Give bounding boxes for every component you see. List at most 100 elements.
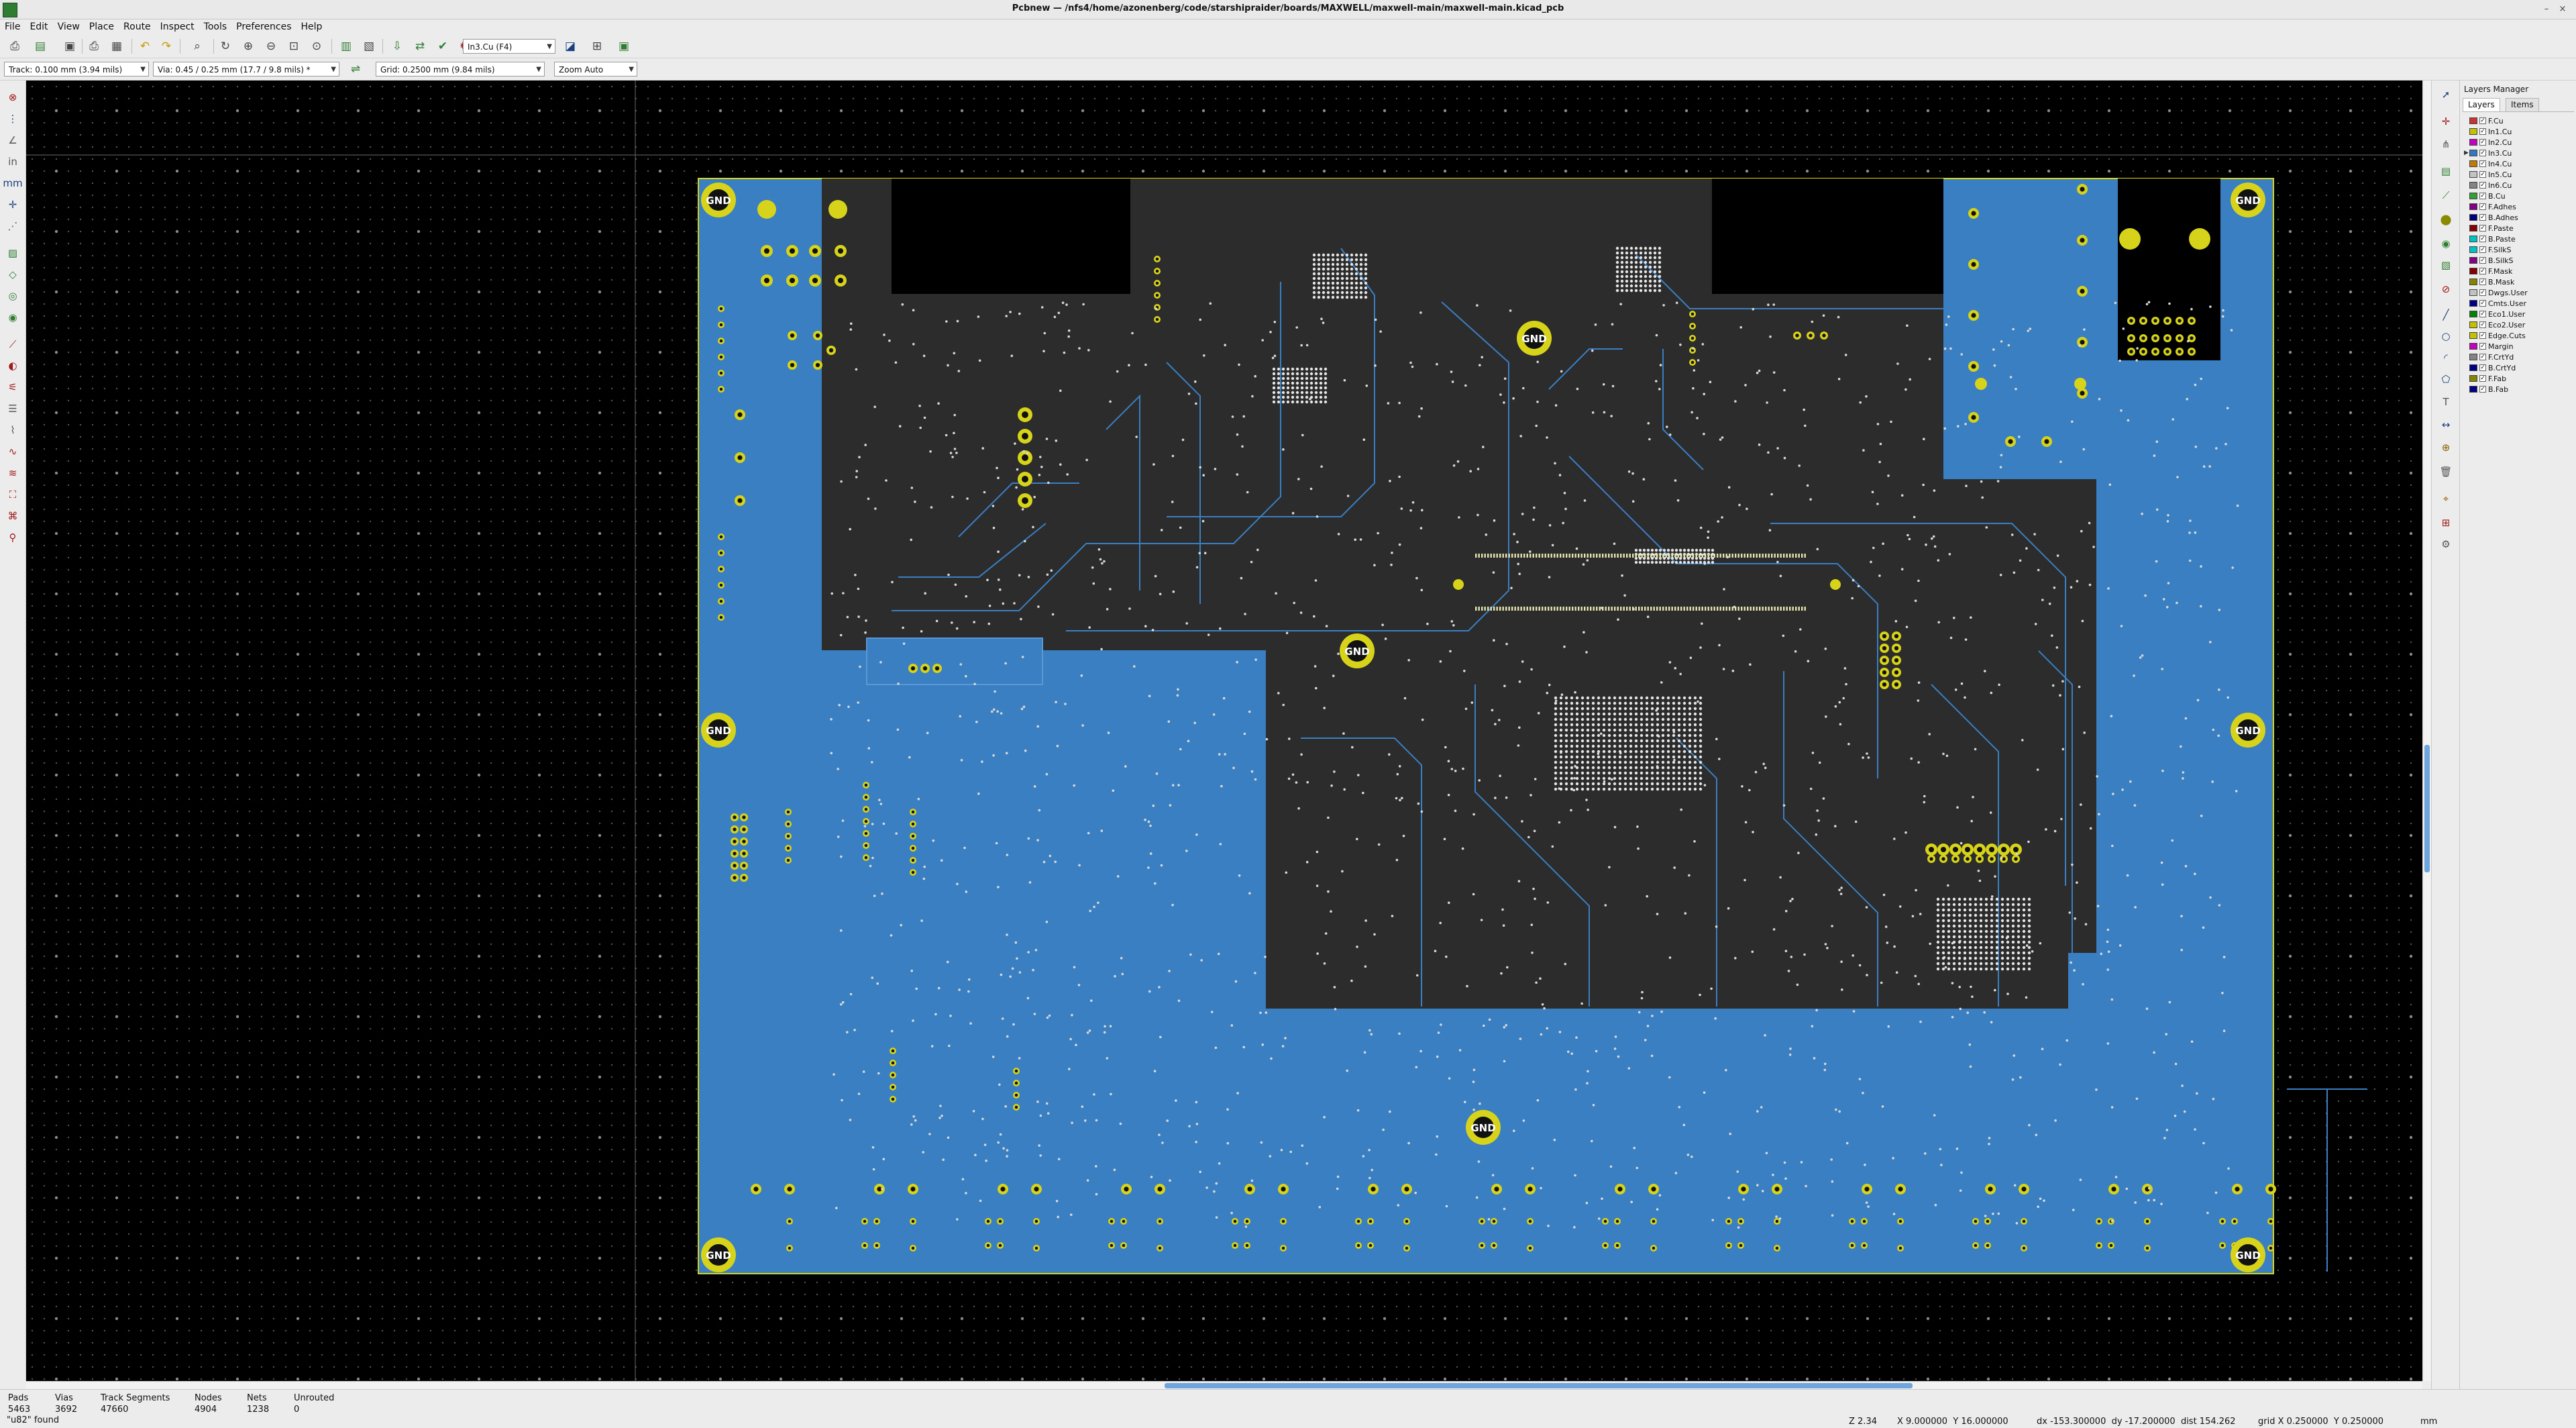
- ratsnest-icon[interactable]: ⋰: [7, 220, 18, 232]
- layer-row[interactable]: ✓In1.Cu: [2464, 126, 2575, 137]
- menu-route[interactable]: Route: [123, 21, 151, 32]
- layer-row[interactable]: ✓Cmts.User: [2464, 298, 2575, 309]
- layer-row[interactable]: ✓B.SilkS: [2464, 255, 2575, 266]
- tab-layers[interactable]: Layers: [2463, 98, 2500, 111]
- layer-color-swatch[interactable]: [2469, 375, 2477, 382]
- selection-filter-icon[interactable]: ⛶: [9, 489, 17, 501]
- menu-file[interactable]: File: [5, 21, 21, 32]
- add-polygon-icon[interactable]: ⬠: [2441, 373, 2451, 385]
- layer-row[interactable]: ✓F.Paste: [2464, 223, 2575, 234]
- layer-visibility-checkbox[interactable]: ✓: [2479, 171, 2486, 178]
- zoom-out-icon[interactable]: ⊖: [266, 40, 276, 53]
- layer-visibility-checkbox[interactable]: ✓: [2479, 214, 2486, 221]
- layer-visibility-checkbox[interactable]: ✓: [2479, 321, 2486, 328]
- layer-visibility-checkbox[interactable]: ✓: [2479, 386, 2486, 393]
- horizontal-scrollbar[interactable]: [26, 1381, 2422, 1390]
- layer-color-swatch[interactable]: [2469, 321, 2477, 328]
- add-target-icon[interactable]: ⊕: [2441, 442, 2451, 454]
- undo-icon[interactable]: ↶: [140, 40, 150, 53]
- microwave-icon[interactable]: ⚟: [8, 381, 17, 393]
- layer-visibility-checkbox[interactable]: ✓: [2479, 364, 2486, 371]
- grid-toggle-icon[interactable]: ⋮: [7, 113, 18, 125]
- save-icon[interactable]: ▣: [64, 40, 76, 53]
- layer-color-swatch[interactable]: [2469, 139, 2477, 146]
- layer-color-swatch[interactable]: [2469, 386, 2477, 393]
- load-netlist-icon[interactable]: ⇩: [392, 40, 402, 53]
- layer-row[interactable]: ✓F.SilkS: [2464, 244, 2575, 255]
- layer-row[interactable]: ✓B.Cu: [2464, 191, 2575, 201]
- menu-edit[interactable]: Edit: [30, 21, 48, 32]
- find-icon[interactable]: ⌕: [194, 40, 201, 53]
- layer-visibility-checkbox[interactable]: ✓: [2479, 128, 2486, 135]
- layer-row[interactable]: ✓B.Paste: [2464, 234, 2575, 244]
- route-diff-pair-icon[interactable]: ⬤: [2440, 213, 2452, 225]
- netlist-icon[interactable]: ▥: [340, 40, 352, 53]
- layer-visibility-checkbox[interactable]: ✓: [2479, 193, 2486, 199]
- layer-row[interactable]: ✓Eco1.User: [2464, 309, 2575, 319]
- layer-visibility-checkbox[interactable]: ✓: [2479, 354, 2486, 360]
- layer-color-swatch[interactable]: [2469, 128, 2477, 135]
- vertical-scrollbar[interactable]: [2422, 81, 2431, 1381]
- redo-icon[interactable]: ↷: [161, 40, 172, 53]
- menu-place[interactable]: Place: [89, 21, 115, 32]
- length-tuning-icon[interactable]: ∿: [8, 446, 17, 458]
- horizontal-scroll-thumb[interactable]: [1165, 1383, 1913, 1388]
- layer-row[interactable]: ✓F.CrtYd: [2464, 352, 2575, 362]
- tracks-sketch-icon[interactable]: ⟋: [9, 338, 17, 350]
- layer-color-swatch[interactable]: [2469, 246, 2477, 253]
- layer-visibility-checkbox[interactable]: ✓: [2479, 268, 2486, 274]
- layer-row[interactable]: ✓F.Mask: [2464, 266, 2575, 276]
- drc-icon[interactable]: ✔: [437, 40, 448, 53]
- zone-outline-icon[interactable]: ◇: [9, 268, 17, 280]
- local-ratsnest-icon[interactable]: ⋔: [2441, 138, 2451, 150]
- layer-visibility-checkbox[interactable]: ✓: [2479, 311, 2486, 317]
- layer-pair-icon[interactable]: ◪: [564, 40, 576, 53]
- select-tool-icon[interactable]: ➚: [2441, 89, 2451, 101]
- layer-visibility-checkbox[interactable]: ✓: [2479, 139, 2486, 146]
- teardrop-icon[interactable]: ⚲: [9, 531, 17, 544]
- layer-visibility-checkbox[interactable]: ✓: [2479, 300, 2486, 307]
- layer-visibility-checkbox[interactable]: ✓: [2479, 289, 2486, 296]
- menu-tools[interactable]: Tools: [203, 21, 227, 32]
- drc-off-icon[interactable]: ⊗: [8, 91, 17, 103]
- layer-row[interactable]: ✓In4.Cu: [2464, 158, 2575, 169]
- diff-pair-icon[interactable]: ≋: [8, 467, 17, 479]
- layer-visibility-checkbox[interactable]: ✓: [2479, 160, 2486, 167]
- layer-visibility-checkbox[interactable]: ✓: [2479, 332, 2486, 339]
- add-zone-icon[interactable]: ▧: [2440, 259, 2451, 271]
- layer-color-swatch[interactable]: [2469, 257, 2477, 264]
- layer-visibility-checkbox[interactable]: ✓: [2479, 150, 2486, 156]
- high-contrast-icon[interactable]: ◐: [8, 360, 17, 372]
- layer-color-swatch[interactable]: [2469, 117, 2477, 124]
- cursor-shape-icon[interactable]: ✛: [8, 199, 17, 211]
- layer-color-swatch[interactable]: [2469, 364, 2477, 371]
- grid-origin-icon[interactable]: ⊞: [2441, 517, 2451, 529]
- grid-select[interactable]: Grid: 0.2500 mm (9.84 mils)▼: [376, 62, 545, 76]
- layer-visibility-checkbox[interactable]: ✓: [2479, 343, 2486, 350]
- plot-icon[interactable]: ▦: [111, 40, 123, 53]
- close-icon[interactable]: ×: [2559, 4, 2567, 14]
- layer-row[interactable]: ✓F.Cu: [2464, 115, 2575, 126]
- minimize-icon[interactable]: –: [2544, 4, 2549, 14]
- tab-items[interactable]: Items: [2506, 98, 2539, 111]
- measure-tool-icon[interactable]: ⚙: [2441, 538, 2451, 550]
- vias-sketch-icon[interactable]: ◉: [8, 311, 17, 323]
- add-line-icon[interactable]: ╱: [2443, 309, 2449, 321]
- refresh-icon[interactable]: ↻: [220, 40, 231, 53]
- layer-row[interactable]: ✓In5.Cu: [2464, 169, 2575, 180]
- print-icon[interactable]: ⎙: [89, 40, 99, 53]
- layer-color-swatch[interactable]: [2469, 193, 2477, 199]
- layer-color-swatch[interactable]: [2469, 268, 2477, 274]
- microwave-toolbar-icon[interactable]: ⌇: [10, 424, 15, 436]
- layer-color-swatch[interactable]: [2469, 354, 2477, 360]
- layer-row[interactable]: ✓Margin: [2464, 341, 2575, 352]
- zoom-fit-icon[interactable]: ⊡: [288, 40, 299, 53]
- zoom-selection-icon[interactable]: ⊙: [311, 40, 322, 53]
- vertical-scroll-thumb[interactable]: [2424, 745, 2430, 872]
- active-layer-select[interactable]: In3.Cu (F4)▼: [463, 39, 555, 54]
- layer-color-swatch[interactable]: [2469, 343, 2477, 350]
- layer-row[interactable]: ✓In6.Cu: [2464, 180, 2575, 191]
- open-board-icon[interactable]: ▤: [34, 40, 46, 53]
